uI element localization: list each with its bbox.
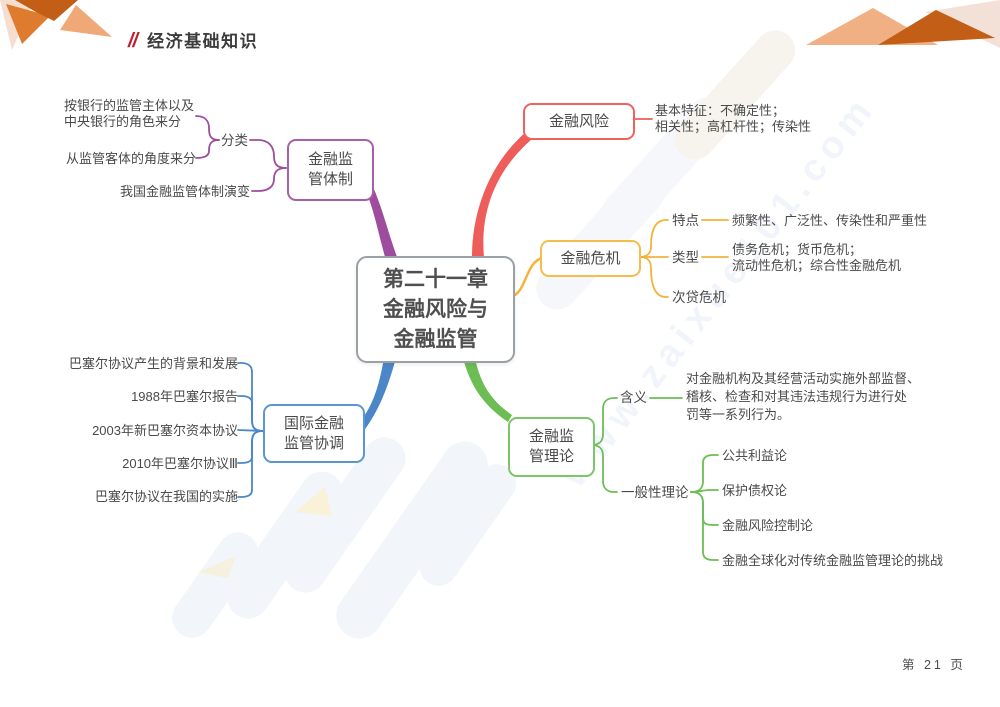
label-meaning-text: 对金融机构及其经营活动实施外部监督、 稽核、检查和对其违法违规行为进行处 罚等一… xyxy=(686,371,921,422)
label-theory-item: 金融全球化对传统金融监管理论的挑战 xyxy=(722,553,944,568)
double-slash-icon: // xyxy=(128,30,138,52)
supervision-system-connectors xyxy=(195,115,287,192)
page-header-title: 经济基础知识 xyxy=(147,32,259,51)
label-crisis-traits-key: 特点 xyxy=(672,213,699,228)
node-supervision-system: 金融监 管体制 xyxy=(287,139,374,201)
page-number: 第 21 页 xyxy=(902,658,966,672)
international-coordination-connectors xyxy=(237,362,264,498)
label-crisis-types: 债务危机；货币危机； 流动性危机；综合性金融危机 xyxy=(732,242,902,273)
label-theory-item: 金融风险控制论 xyxy=(722,518,814,533)
label-crisis-traits: 频繁性、广泛性、传染性和严重性 xyxy=(732,213,928,228)
label-general-theory-key: 一般性理论 xyxy=(621,485,689,500)
label-meaning-key: 含义 xyxy=(620,390,647,405)
label-basel-item: 2003年新巴塞尔资本协议 xyxy=(92,423,238,438)
label-theory-item: 公共利益论 xyxy=(722,448,788,463)
corner-decoration-top-right xyxy=(806,0,1000,48)
node-financial-crisis: 金融危机 xyxy=(540,240,641,277)
node-financial-risk: 金融风险 xyxy=(523,103,635,140)
label-classification-item: 按银行的监管主体以及 中央银行的角色来分 xyxy=(64,98,195,129)
page-header: // 经济基础知识 xyxy=(128,27,258,53)
branch-international-coordination xyxy=(356,358,396,432)
label-basel-item: 巴塞尔协议产生的背景和发展 xyxy=(68,356,238,371)
label-basel-item: 1988年巴塞尔报告 xyxy=(131,389,238,404)
label-subprime-crisis: 次贷危机 xyxy=(672,290,726,305)
label-system-evolution: 我国金融监管体制演变 xyxy=(120,184,251,199)
corner-decoration-top-left xyxy=(0,0,112,50)
label-theory-item: 保护债权论 xyxy=(722,483,788,498)
supervision-theory-connectors xyxy=(590,397,719,561)
label-basel-item: 巴塞尔协议在我国的实施 xyxy=(94,489,238,504)
branch-financial-risk xyxy=(472,132,532,257)
branch-supervision-theory xyxy=(463,358,512,422)
label-risk-features: 基本特征：不确定性； 相关性；高杠杆性；传染性 xyxy=(655,103,812,134)
label-basel-item: 2010年巴塞尔协议Ⅲ xyxy=(122,456,238,471)
node-supervision-theory: 金融监 管理论 xyxy=(508,417,595,477)
center-topic-node: 第二十一章 金融风险与 金融监管 xyxy=(356,256,515,363)
label-classification: 分类 xyxy=(221,133,248,148)
label-crisis-types-key: 类型 xyxy=(672,250,699,265)
node-international-coordination: 国际金融 监管协调 xyxy=(263,404,365,463)
label-classification-item: 从监管客体的角度来分 xyxy=(66,151,197,166)
